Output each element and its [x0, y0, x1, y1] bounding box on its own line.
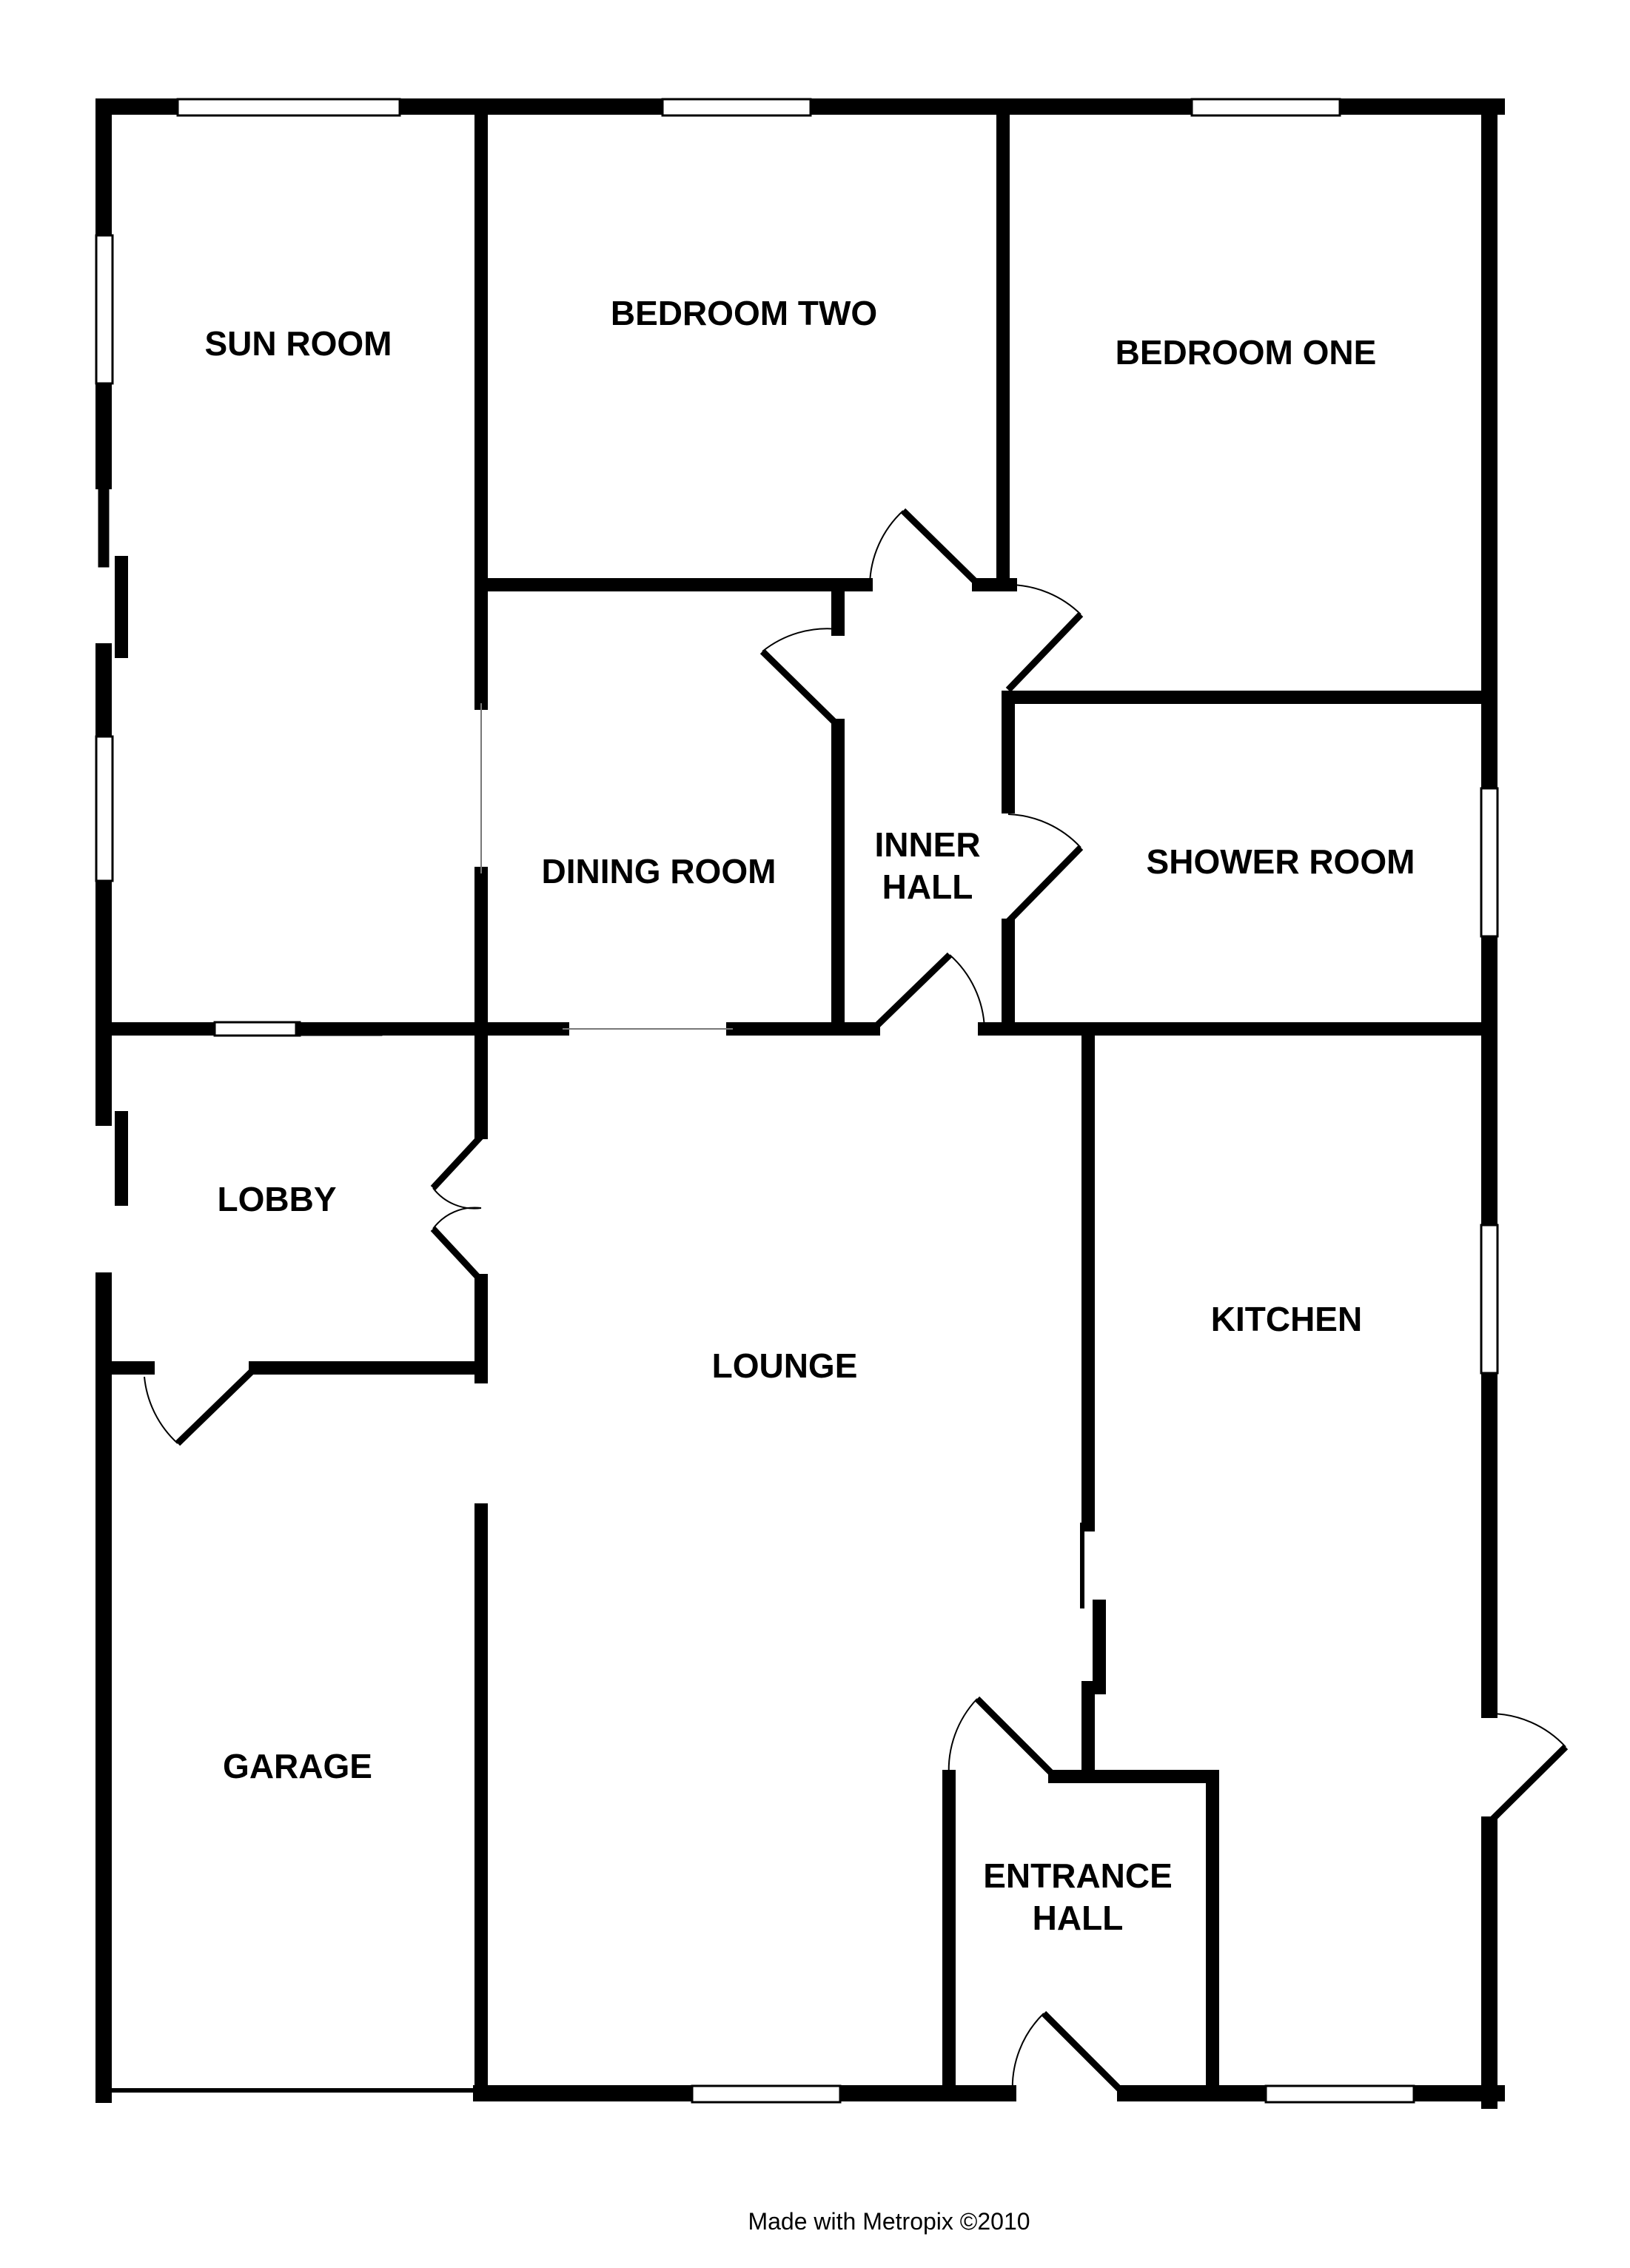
footer-credit: Made with Metropix ©2010 — [748, 2208, 1030, 2235]
sliding-door-lobby-2 — [295, 1023, 383, 1036]
window-kitchen — [1480, 1224, 1499, 1375]
label-shower-room: SHOWER ROOM — [1147, 842, 1415, 881]
door-dining-room — [759, 628, 841, 728]
window-sunroom-left-1 — [95, 234, 114, 385]
window-lounge — [691, 2084, 842, 2104]
door-lobby-lounge — [430, 1133, 484, 1284]
outer-walls — [95, 98, 1505, 2109]
label-kitchen: KITCHEN — [1211, 1300, 1362, 1338]
room-labels: SUN ROOM BEDROOM TWO BEDROOM ONE DINING … — [205, 294, 1415, 1937]
windows — [95, 98, 1499, 2104]
window-entrance-right — [1264, 2084, 1415, 2104]
label-lobby: LOBBY — [218, 1180, 337, 1218]
door-bedroom-two — [869, 508, 982, 588]
window-shower-room — [1480, 787, 1499, 938]
door-front — [1011, 2010, 1122, 2094]
window-bedroom-two — [661, 98, 812, 117]
window-sunroom-top — [176, 98, 401, 117]
label-entrance-hall-2: HALL — [1033, 1899, 1124, 1937]
doors — [144, 508, 1569, 2094]
sliding-door-sunroom — [98, 480, 110, 568]
door-kitchen — [1486, 1712, 1569, 1825]
label-entrance-hall-1: ENTRANCE — [983, 1856, 1173, 1895]
label-inner-hall-1: INNER — [874, 825, 980, 864]
door-shower-room — [1005, 813, 1084, 925]
sliding-door-lobby — [213, 1021, 301, 1037]
door-inner-hall-lounge — [871, 952, 985, 1032]
label-lounge: LOUNGE — [712, 1346, 858, 1385]
door-entrance-lounge — [948, 1696, 1054, 1777]
window-sunroom-left-2 — [95, 735, 114, 882]
interior-walls — [104, 107, 1496, 2097]
label-bedroom-two: BEDROOM TWO — [611, 294, 877, 332]
door-garage — [144, 1365, 258, 1446]
window-bedroom-one — [1190, 98, 1341, 117]
label-garage: GARAGE — [223, 1747, 372, 1785]
label-inner-hall-2: HALL — [882, 868, 973, 906]
door-bedroom-one — [1005, 584, 1084, 693]
openings — [480, 703, 733, 1030]
label-bedroom-one: BEDROOM ONE — [1116, 333, 1377, 372]
label-dining-room: DINING ROOM — [542, 852, 777, 890]
sliding-door-sunroom-2 — [115, 565, 127, 653]
label-sun-room: SUN ROOM — [205, 324, 392, 363]
